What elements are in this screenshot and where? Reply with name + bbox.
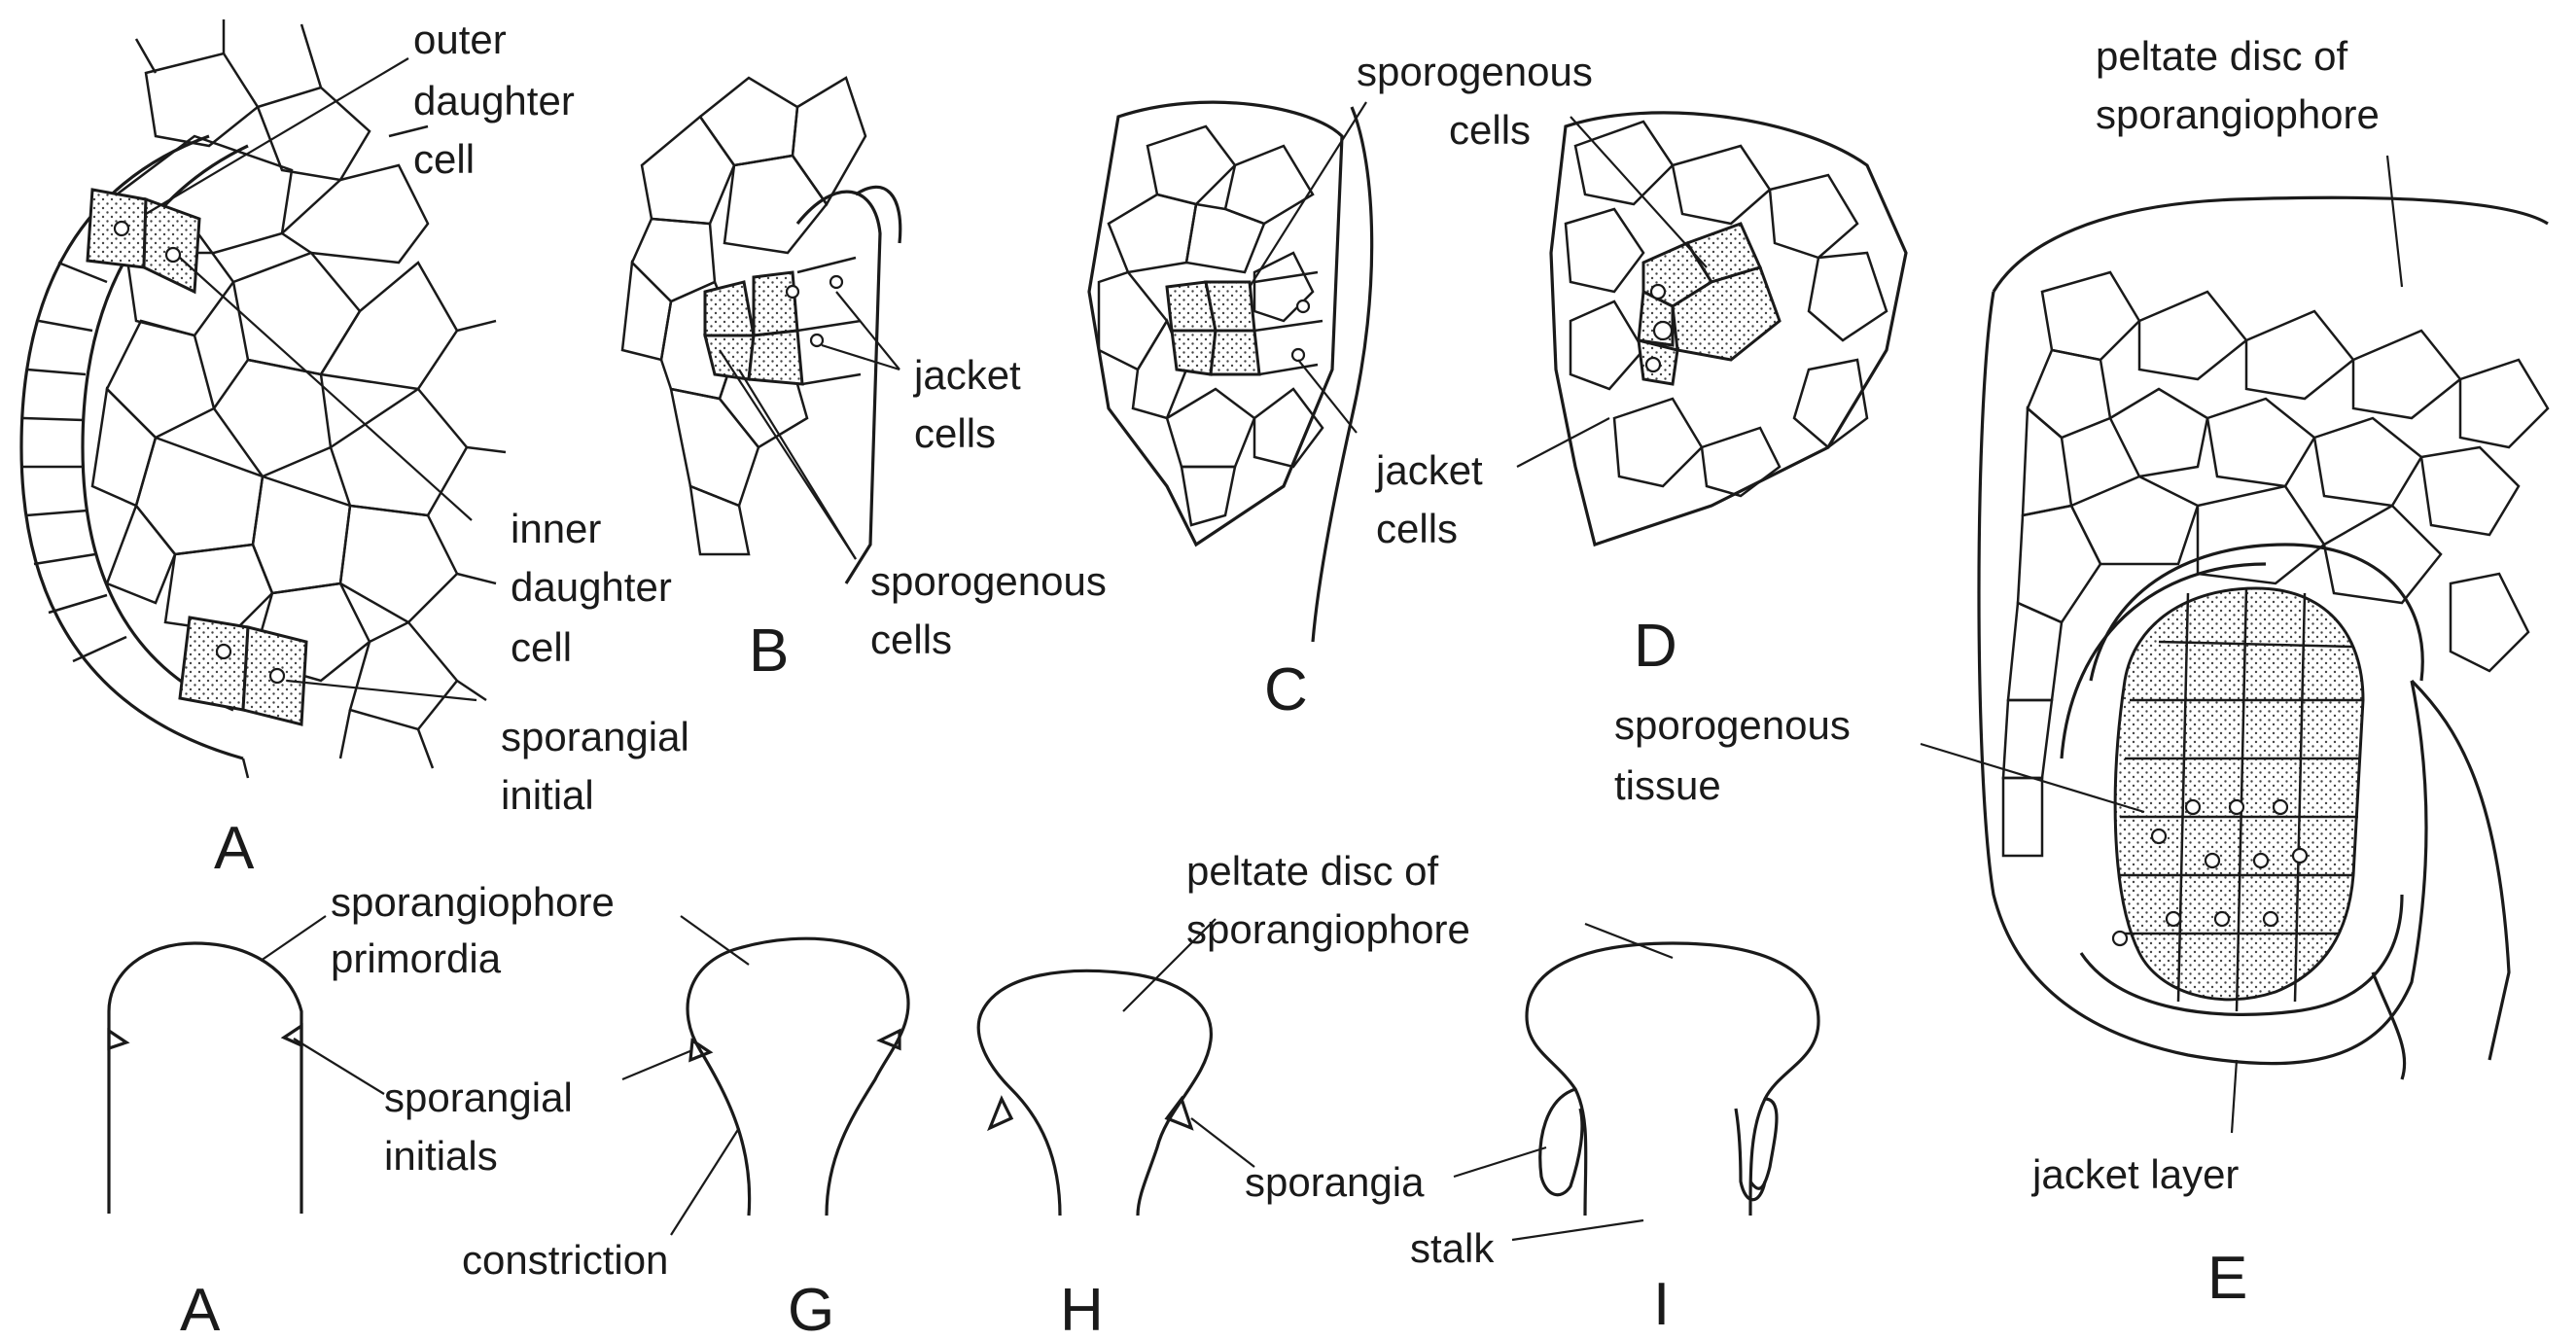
label-bottom-sporangiophore-primordia-2: primordia [331,935,502,981]
label-cd-jacket-cells-1: jacket [1374,447,1483,493]
label-e-jacket-layer: jacket layer [2030,1151,2239,1197]
label-inner-daughter-cell-2: daughter [511,564,672,610]
label-bottom-sporangial-initials-1: sporangial [384,1075,573,1120]
label-outer-daughter-cell-1: outer [413,17,507,62]
label-e-sporogenous-tissue-1: sporogenous [1614,702,1851,748]
label-sporangial-initial-2: initial [501,772,594,818]
label-e-peltate-disc-1: peltate disc of [2096,33,2347,79]
panel-label-d: D [1634,613,1677,680]
label-h-peltate-disc-2: sporangiophore [1186,906,1470,952]
label-inner-daughter-cell-3: cell [511,624,572,670]
label-i-stalk: stalk [1410,1225,1495,1271]
label-b-jacket-cells-1: jacket [912,352,1021,398]
label-outer-daughter-cell-2: daughter [413,78,575,123]
label-cd-jacket-cells-2: cells [1376,506,1458,551]
label-b-sporogenous-cells-1: sporogenous [870,558,1107,604]
panel-label-e: E [2207,1245,2247,1312]
panel-e-drawing [1921,156,2548,1133]
panel-b-drawing [622,78,900,583]
labels: outer daughter cell inner daughter cell … [331,17,2380,1283]
panel-g-drawing [622,916,908,1235]
label-bottom-sporangial-initials-2: initials [384,1133,498,1179]
panel-label-a-top: A [214,815,255,882]
panel-a-top-drawing [21,19,506,778]
label-e-peltate-disc-2: sporangiophore [2096,91,2380,137]
inner-daughter-cell [144,199,199,292]
panel-label-c: C [1264,656,1308,723]
label-b-jacket-cells-2: cells [914,410,996,456]
sporangial-initial [180,617,248,710]
label-outer-daughter-cell-3: cell [413,136,475,182]
label-inner-daughter-cell-1: inner [511,506,601,551]
label-b-sporogenous-cells-2: cells [870,617,952,662]
panel-i-drawing [1454,924,1818,1240]
label-h-peltate-disc-1: peltate disc of [1186,848,1438,894]
label-e-sporogenous-tissue-2: tissue [1614,762,1721,808]
panel-label-a-bottom: A [180,1277,221,1340]
panel-label-g: G [788,1277,834,1340]
panel-label-b: B [749,617,789,685]
panel-label-i: I [1653,1271,1670,1338]
panel-d-drawing [1517,113,1906,545]
panel-h-drawing [978,919,1254,1216]
panel-c-drawing [1089,102,1372,642]
label-i-sporangia: sporangia [1245,1159,1425,1205]
label-cd-sporogenous-cells-1: sporogenous [1357,49,1593,94]
panel-label-h: H [1060,1277,1104,1340]
label-cd-sporogenous-cells-2: cells [1449,107,1531,153]
label-constriction: constriction [462,1237,668,1283]
label-bottom-sporangiophore-primordia-1: sporangiophore [331,879,615,925]
label-sporangial-initial-1: sporangial [501,714,689,759]
